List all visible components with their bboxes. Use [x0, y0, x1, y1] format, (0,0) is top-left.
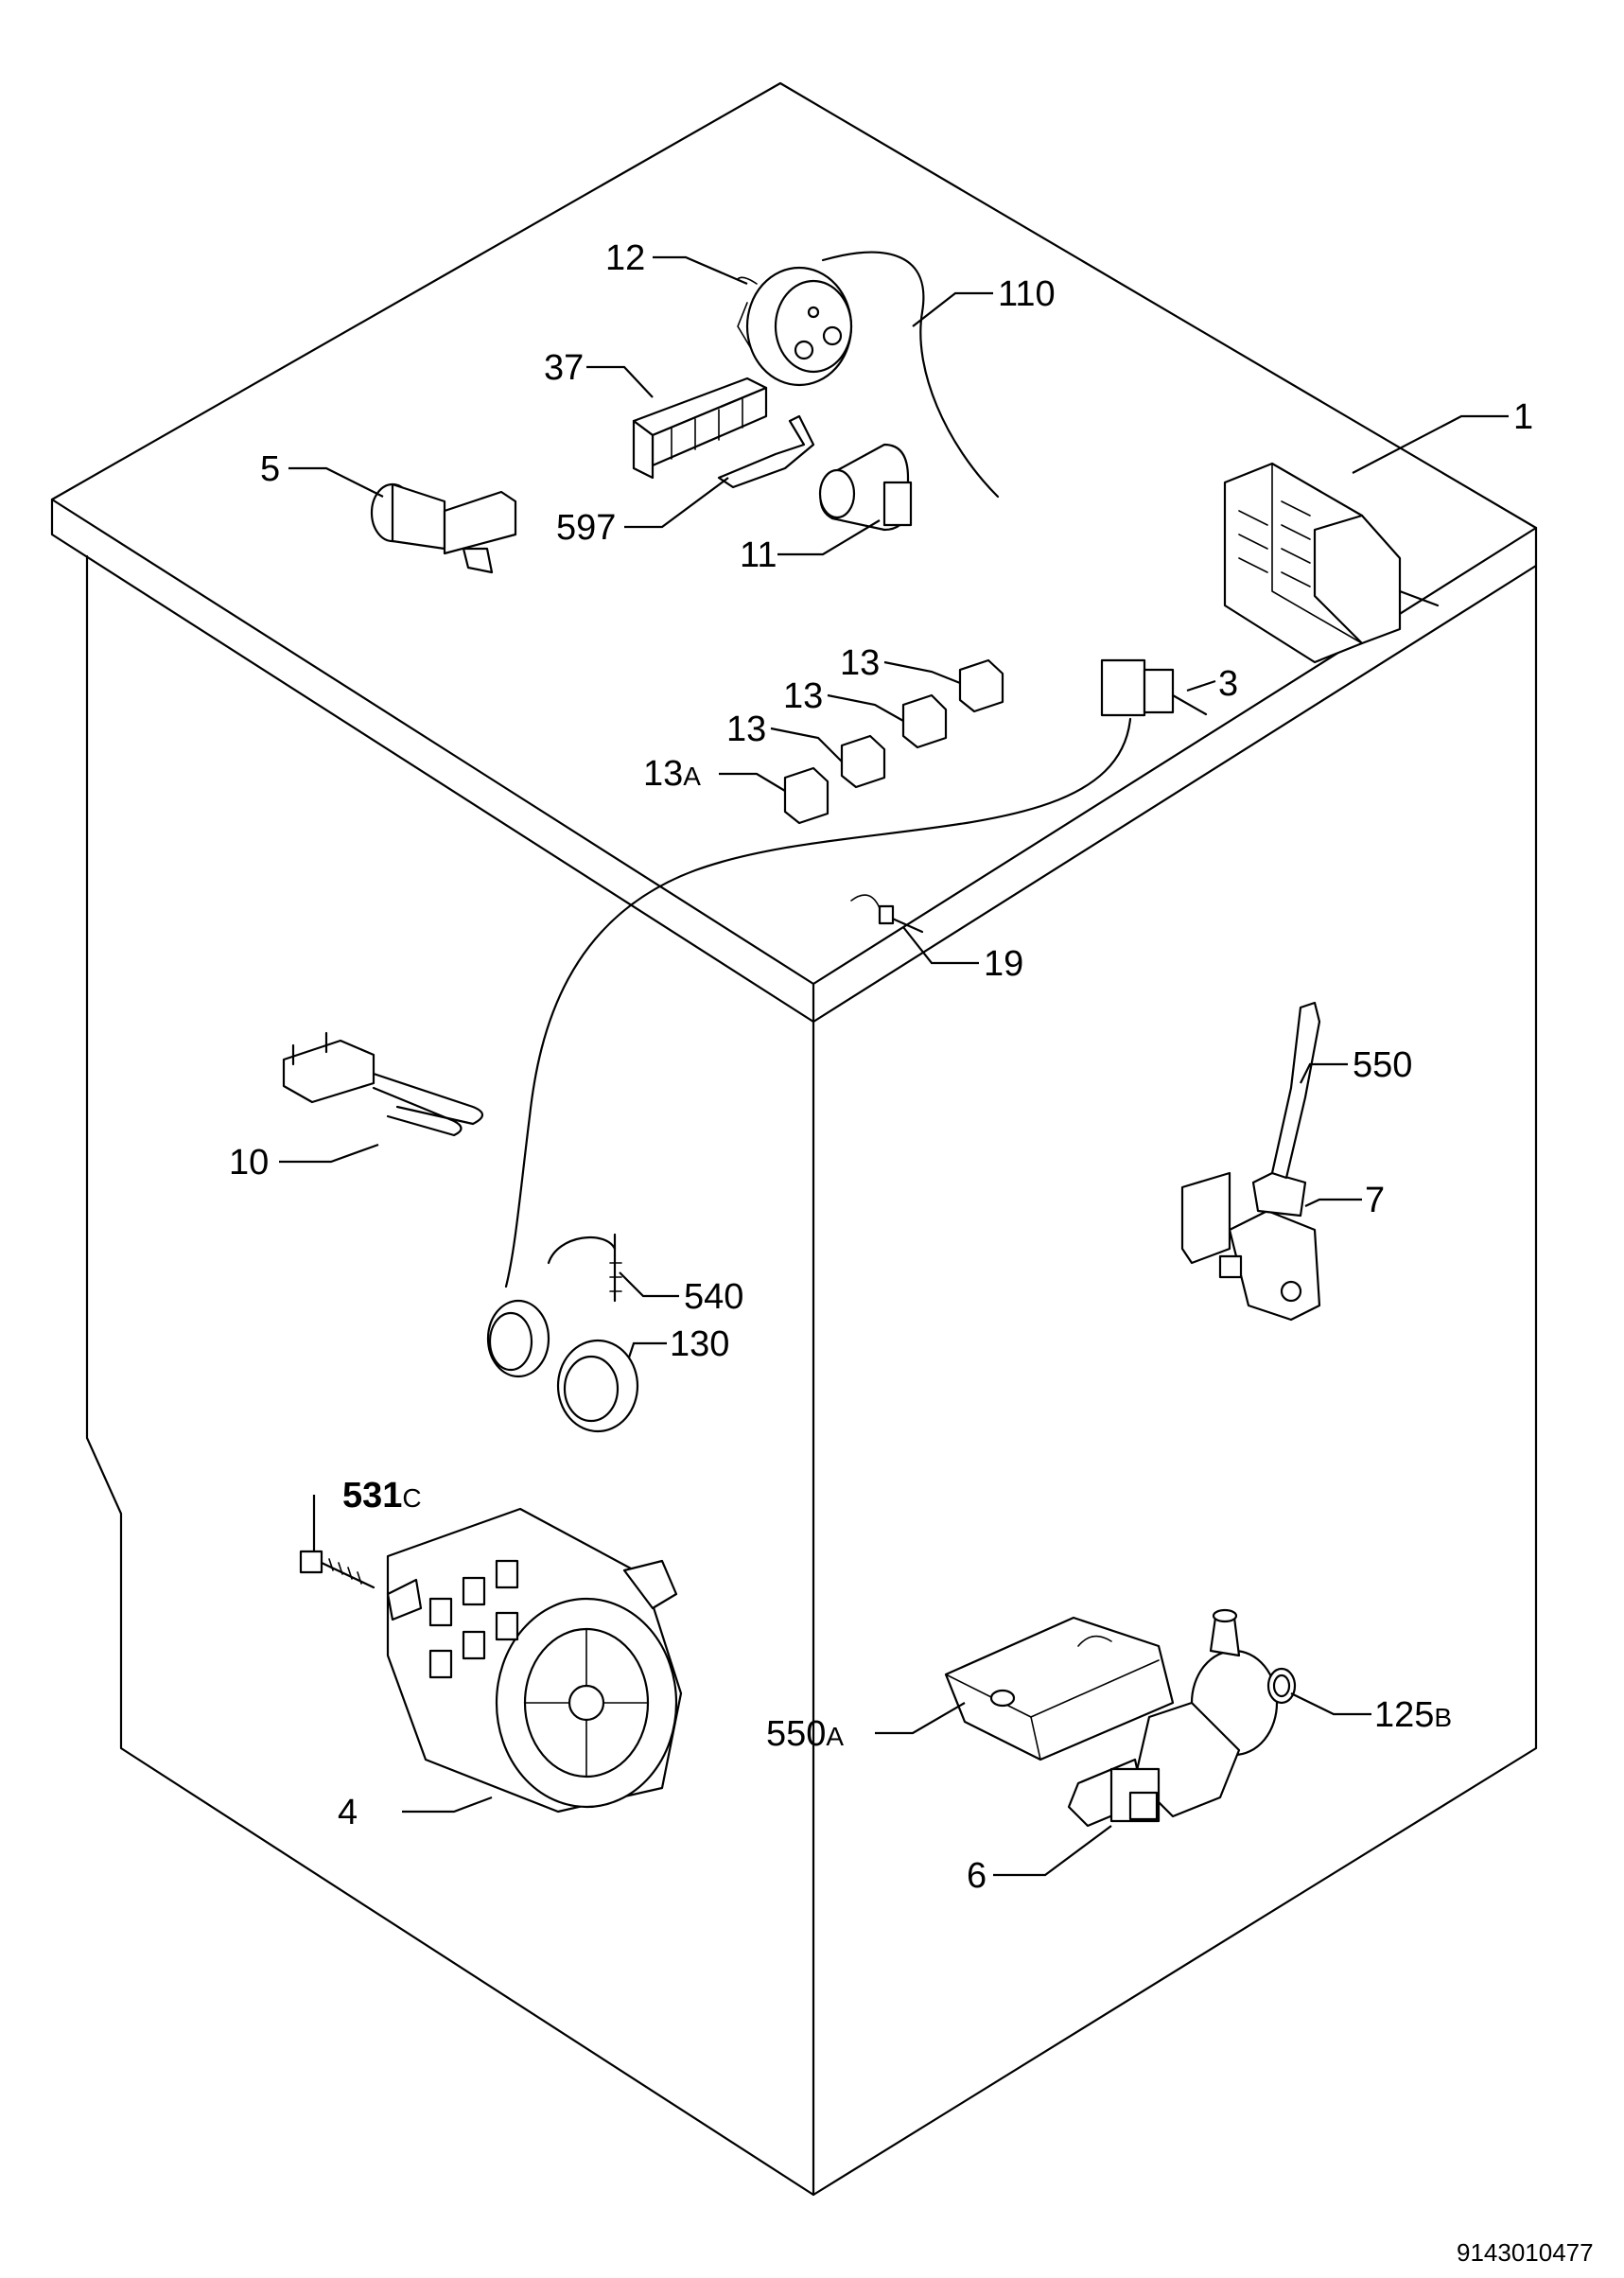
label-part-550: 550: [1353, 1045, 1412, 1085]
label-part-3: 3: [1218, 664, 1238, 704]
label-part-4: 4: [338, 1793, 358, 1832]
connector-part-13A: [783, 766, 829, 825]
cable-clip-part: [547, 1233, 622, 1303]
label-part-540: 540: [684, 1277, 743, 1317]
cabinet-outline: [50, 81, 1538, 2197]
document-number: 9143010477: [1457, 2238, 1594, 2267]
label-part-13A: 13A: [643, 754, 701, 794]
label-part-10: 10: [229, 1143, 269, 1183]
label-part-13-b: 13: [783, 676, 823, 716]
label-part-13-a: 13: [840, 643, 880, 683]
drain-pump-part: [1067, 1608, 1279, 1828]
connector-part-13a: [958, 658, 1004, 713]
label-part-12: 12: [605, 238, 645, 278]
label-part-7: 7: [1365, 1181, 1385, 1220]
capacitor-part: [818, 443, 913, 532]
label-part-597: 597: [556, 508, 616, 548]
sensor-part: [850, 894, 924, 934]
pump-mounting-pad-part: [944, 1616, 1175, 1761]
motor-part: [386, 1507, 683, 1814]
connector-part-13b: [901, 693, 948, 749]
label-part-110: 110: [998, 274, 1056, 314]
leader-lines: [279, 255, 1509, 1877]
heating-element-part: [282, 1031, 484, 1137]
label-part-37: 37: [544, 348, 584, 388]
grommet-part: [486, 1299, 639, 1433]
connector-part-13c: [840, 734, 886, 789]
label-part-19: 19: [984, 944, 1023, 984]
label-part-550A: 550A: [766, 1714, 844, 1754]
terminal-block-part: [632, 377, 768, 480]
door-lock-part: [1180, 1171, 1321, 1322]
part-labels: 1 3 4 5 6 7 10 11 12 13 13 13 13A 19 37 …: [229, 238, 1533, 1896]
switch-cable: [504, 717, 1132, 1288]
mains-switch-part: [1100, 658, 1208, 717]
pressure-hose-part: [821, 251, 1000, 499]
label-part-13-c: 13: [726, 710, 766, 749]
screw-part: [299, 1550, 375, 1589]
label-part-531C: 531C: [342, 1476, 422, 1516]
label-part-130: 130: [670, 1324, 729, 1364]
label-part-6: 6: [967, 1856, 987, 1896]
label-part-125B: 125B: [1374, 1695, 1452, 1735]
seal-ring-part: [1266, 1667, 1297, 1705]
inlet-valve-part: [370, 482, 517, 574]
label-part-1: 1: [1513, 397, 1533, 437]
pressure-switch-part: [737, 266, 853, 387]
bracket-part: [717, 414, 815, 489]
label-part-5: 5: [260, 449, 280, 489]
label-part-11: 11: [740, 535, 777, 575]
programme-timer-part: [1223, 462, 1440, 664]
door-lock-lever-part: [1270, 1001, 1321, 1180]
